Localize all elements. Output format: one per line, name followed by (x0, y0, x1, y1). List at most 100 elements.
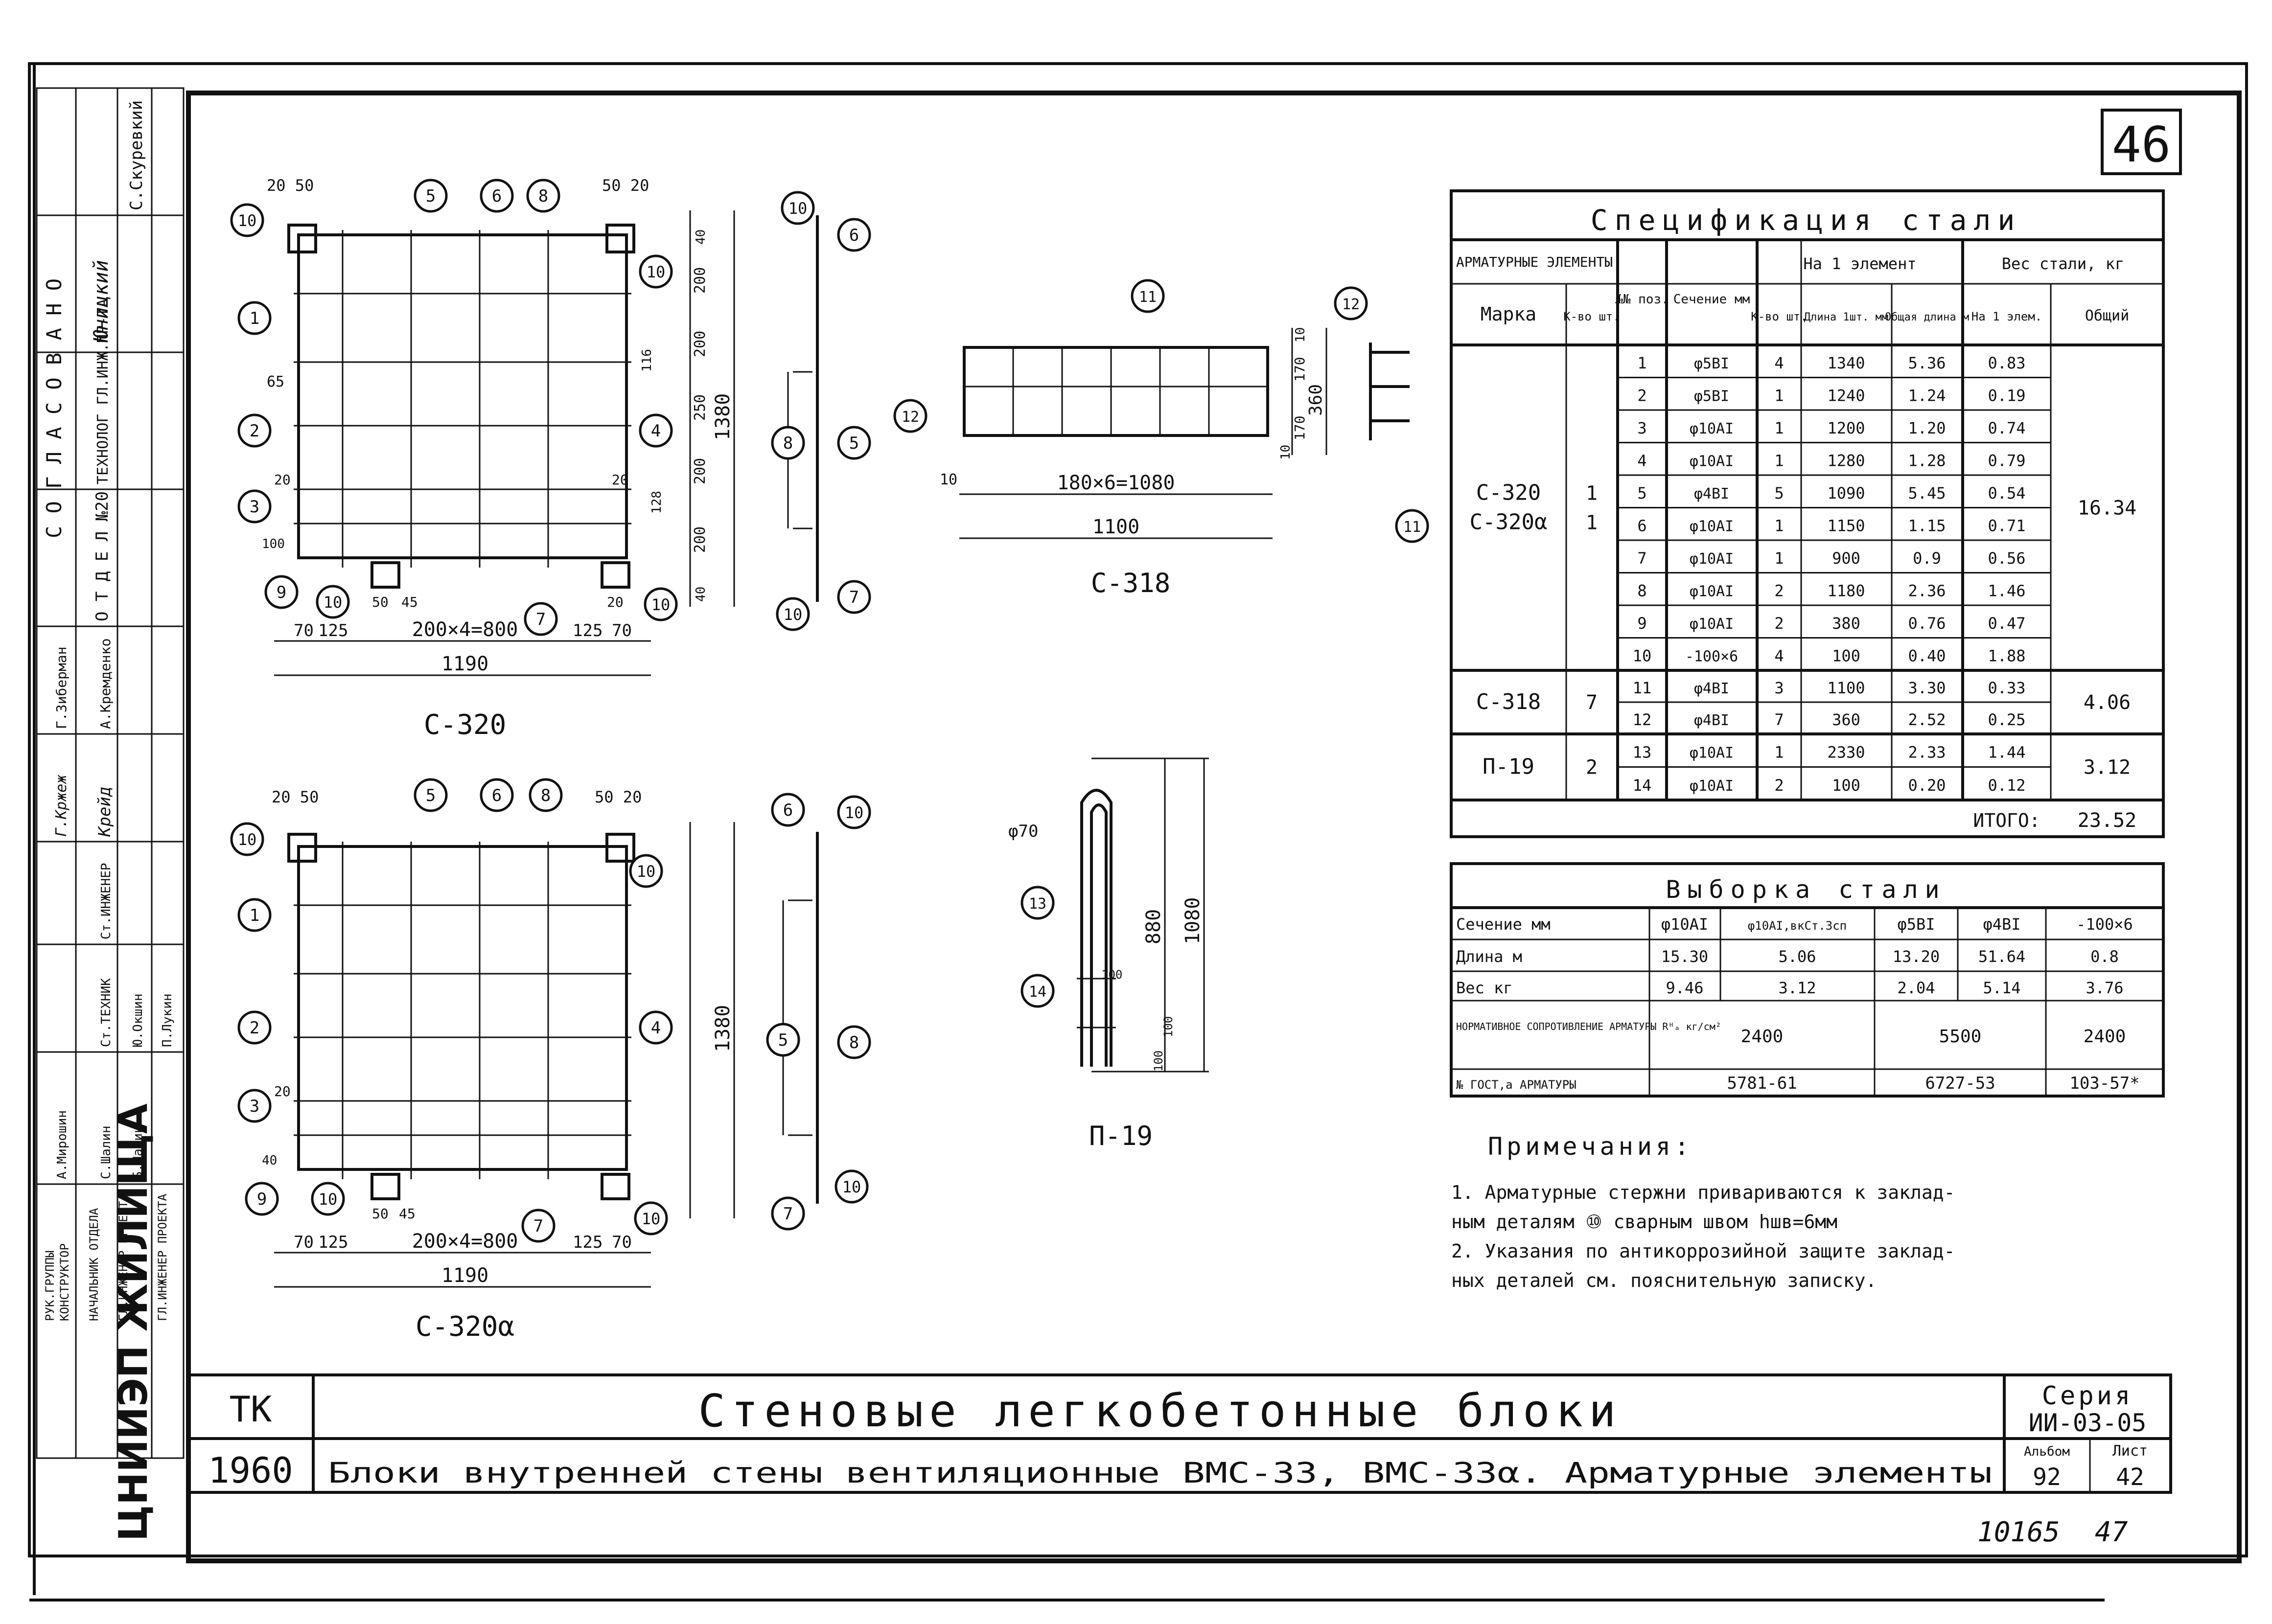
spec-length: 2330 (1827, 743, 1865, 762)
c320a-title: С-320α (416, 1311, 514, 1343)
note-line-4: ных деталей см. пояснительную записку. (1451, 1270, 1877, 1291)
side-stamp-sig-8: Ю.Окшин (131, 993, 145, 1047)
marker-10-g: 10 (230, 822, 264, 856)
selection-length: 15.30 (1661, 947, 1708, 966)
spec-length: 380 (1832, 614, 1860, 633)
spec-total-length: 1.28 (1908, 451, 1946, 470)
c320-v9: 128 (649, 491, 664, 514)
selection-weight: 3.76 (2086, 979, 2123, 997)
spec-pos: 3 (1637, 419, 1646, 437)
svg-text:7: 7 (536, 610, 546, 629)
marker-10-d: 10 (644, 587, 678, 621)
c320-title: С-320 (424, 709, 507, 741)
spec-count: 2 (1774, 614, 1784, 633)
c320-height: 1380 (712, 393, 734, 440)
selection-col-header: φ10AI,вкСт.3сп (1748, 919, 1847, 933)
spec-length: 900 (1832, 549, 1860, 568)
marker-10-k: 10 (837, 795, 871, 829)
p19-small-3: 100 (1161, 1016, 1175, 1037)
spec-total-length: 5.45 (1908, 484, 1946, 503)
spec-weight-one: 1.88 (1988, 646, 2025, 665)
p19-small-2: 100 (1152, 1051, 1165, 1072)
title-block: ТК 1960 Стеновые легкобетонные блоки Бло… (187, 1373, 2172, 1494)
marker-1-a: 1 (237, 301, 272, 335)
marker-10-h: 10 (629, 854, 663, 888)
spec-qty: 7 (1586, 691, 1598, 714)
marker-6-b: 6 (837, 218, 871, 252)
c320a-small-4: 20 (274, 1083, 291, 1099)
side-stamp-cell-1: С.Скуревкий (127, 100, 146, 210)
spec-pos: 11 (1633, 679, 1652, 697)
svg-text:3: 3 (250, 1097, 259, 1116)
svg-text:10: 10 (845, 803, 864, 822)
c318-edge: 10 (940, 471, 957, 488)
svg-text:10: 10 (647, 263, 666, 281)
svg-text:8: 8 (783, 434, 793, 453)
svg-text:8: 8 (849, 1033, 859, 1052)
spec-total-length: 1.20 (1908, 419, 1946, 437)
marker-13: 13 (1020, 886, 1055, 920)
drawing-p19: φ70 880 1080 100 100 100 П-19 (1008, 757, 1209, 1151)
side-stamp-header: С О Г Л А С О В А Н О (42, 278, 66, 538)
marker-6-a: 6 (480, 179, 514, 213)
spec-weight-one: 0.19 (1988, 386, 2025, 405)
sheet-number: 46 (2112, 116, 2171, 173)
list-label: Лист (2112, 1442, 2148, 1460)
title-code: ТК (230, 1389, 272, 1430)
c320-v4: 200 (692, 458, 709, 484)
side-stamp-sig-1: Г.Зиберман (53, 646, 70, 729)
side-stamp-role-1: РУК.ГРУППЫ (43, 1251, 57, 1322)
spec-total-length: 0.40 (1908, 646, 1946, 665)
svg-text:6: 6 (492, 186, 502, 206)
spec-pos: 7 (1637, 549, 1646, 568)
spec-total-length: 3.30 (1908, 679, 1946, 697)
c320a-dim-right-1: 125 (573, 1233, 603, 1252)
notes: Примечания: 1. Арматурные стержни привар… (1451, 1132, 1955, 1291)
marker-8-d: 8 (837, 1025, 871, 1059)
side-stamp-sig-3: Крейд (95, 787, 115, 837)
spec-weight-one: 0.12 (1988, 776, 2025, 795)
c320a-top-right: 50 20 (595, 788, 642, 806)
spec-pos: 6 (1637, 516, 1646, 535)
drawing-c320: 200×4=800 1190 70 125 125 70 20 50 50 20… (262, 176, 735, 741)
svg-text:10: 10 (637, 862, 656, 881)
side-stamp-sig-11: Б.Шалин (131, 1125, 145, 1179)
spec-title: Спецификация стали (1591, 204, 2022, 237)
sheet-number-box: 46 (2101, 109, 2182, 175)
selection-norm-value: 2400 (2084, 1027, 2126, 1047)
spec-sub-qty: К-во шт. (1563, 310, 1620, 323)
c320a-total-width: 1190 (441, 1264, 488, 1287)
c320a-dim-left-1: 70 (294, 1233, 314, 1252)
selection-length: 13.20 (1893, 947, 1940, 966)
spec-count: 3 (1774, 679, 1784, 697)
c320-small-3: 20 (607, 594, 624, 610)
c320-dim-right-1: 125 (573, 621, 603, 640)
album-value: 92 (2033, 1464, 2061, 1491)
spec-weight-one: 0.54 (1988, 484, 2025, 503)
side-stamp-role-2: КОНСТРУКТОР (58, 1243, 71, 1321)
selection-title: Выборка стали (1666, 875, 1946, 904)
p19-len-total: 1080 (1182, 897, 1204, 944)
side-stamp-sig-6: Ст.ТЕХНИК (99, 978, 114, 1047)
c320a-small-1: 50 (372, 1206, 389, 1222)
spec-sub-w-one: На 1 элем. (1971, 310, 2042, 323)
spec-head-weight: Вес стали, кг (2002, 254, 2124, 273)
side-stamp-sig-2: А.Кремденко (97, 639, 114, 729)
c320-total-width: 1190 (441, 653, 488, 675)
spec-section: φ4BI (1694, 712, 1729, 729)
note-line-3: 2. Указания по антикоррозийной защите за… (1451, 1240, 1955, 1262)
spec-pos: 12 (1633, 710, 1652, 729)
marker-2-b: 2 (237, 1010, 272, 1045)
spec-count: 1 (1774, 516, 1784, 535)
marker-3-b: 3 (237, 1089, 272, 1123)
c320-side-view (787, 215, 819, 602)
spec-length: 100 (1832, 646, 1860, 665)
marker-2-a: 2 (237, 413, 272, 448)
spec-pos: 8 (1637, 581, 1646, 600)
side-stamp-sig-10: А.Мирошин (55, 1110, 70, 1179)
spec-count: 2 (1774, 776, 1784, 795)
marker-5-d: 5 (766, 1023, 800, 1057)
spec-count: 1 (1774, 743, 1784, 762)
spec-length: 100 (1832, 776, 1860, 795)
